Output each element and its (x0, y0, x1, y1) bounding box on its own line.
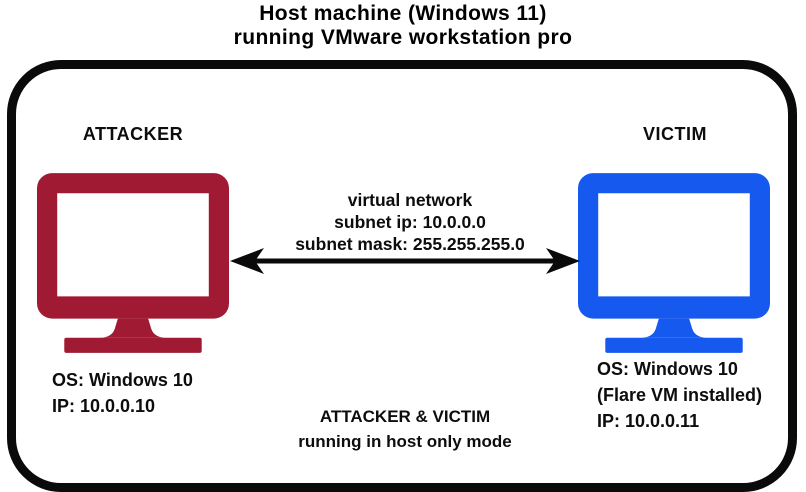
virtual-network-info: virtual network subnet ip: 10.0.0.0 subn… (260, 189, 560, 255)
diagram-title: Host machine (Windows 11) running VMware… (0, 2, 806, 50)
victim-label: VICTIM (643, 124, 707, 144)
victim-ip: IP: 10.0.0.11 (597, 411, 700, 431)
victim-details: OS: Windows 10 (Flare VM installed) IP: … (597, 356, 762, 434)
victim-os: OS: Windows 10 (597, 359, 738, 379)
mode-note-line-1: ATTACKER & VICTIM (319, 407, 491, 426)
host-only-mode-note: ATTACKER & VICTIM running in host only m… (255, 404, 555, 454)
network-subnet-mask: subnet mask: 255.255.255.0 (295, 234, 525, 254)
attacker-ip: IP: 10.0.0.10 (52, 396, 156, 416)
title-line-1: Host machine (Windows 11) (259, 2, 547, 25)
attacker-os: OS: Windows 10 (52, 370, 193, 390)
arrow-shape (230, 248, 580, 274)
victim-monitor-shape (578, 173, 770, 353)
attacker-monitor-icon (37, 173, 229, 353)
title-line-2: running VMware workstation pro (233, 26, 573, 49)
host-machine-box (7, 60, 797, 492)
mode-note-line-2: running in host only mode (298, 432, 512, 451)
attacker-monitor-shape (37, 173, 229, 353)
network-subnet-ip: subnet ip: 10.0.0.0 (334, 212, 486, 232)
attacker-label: ATTACKER (82, 124, 184, 144)
network-double-arrow-icon (230, 248, 580, 274)
attacker-details: OS: Windows 10 IP: 10.0.0.10 (52, 367, 193, 419)
victim-note: (Flare VM installed) (597, 385, 763, 405)
victim-monitor-icon (578, 173, 770, 353)
network-title: virtual network (347, 190, 473, 210)
